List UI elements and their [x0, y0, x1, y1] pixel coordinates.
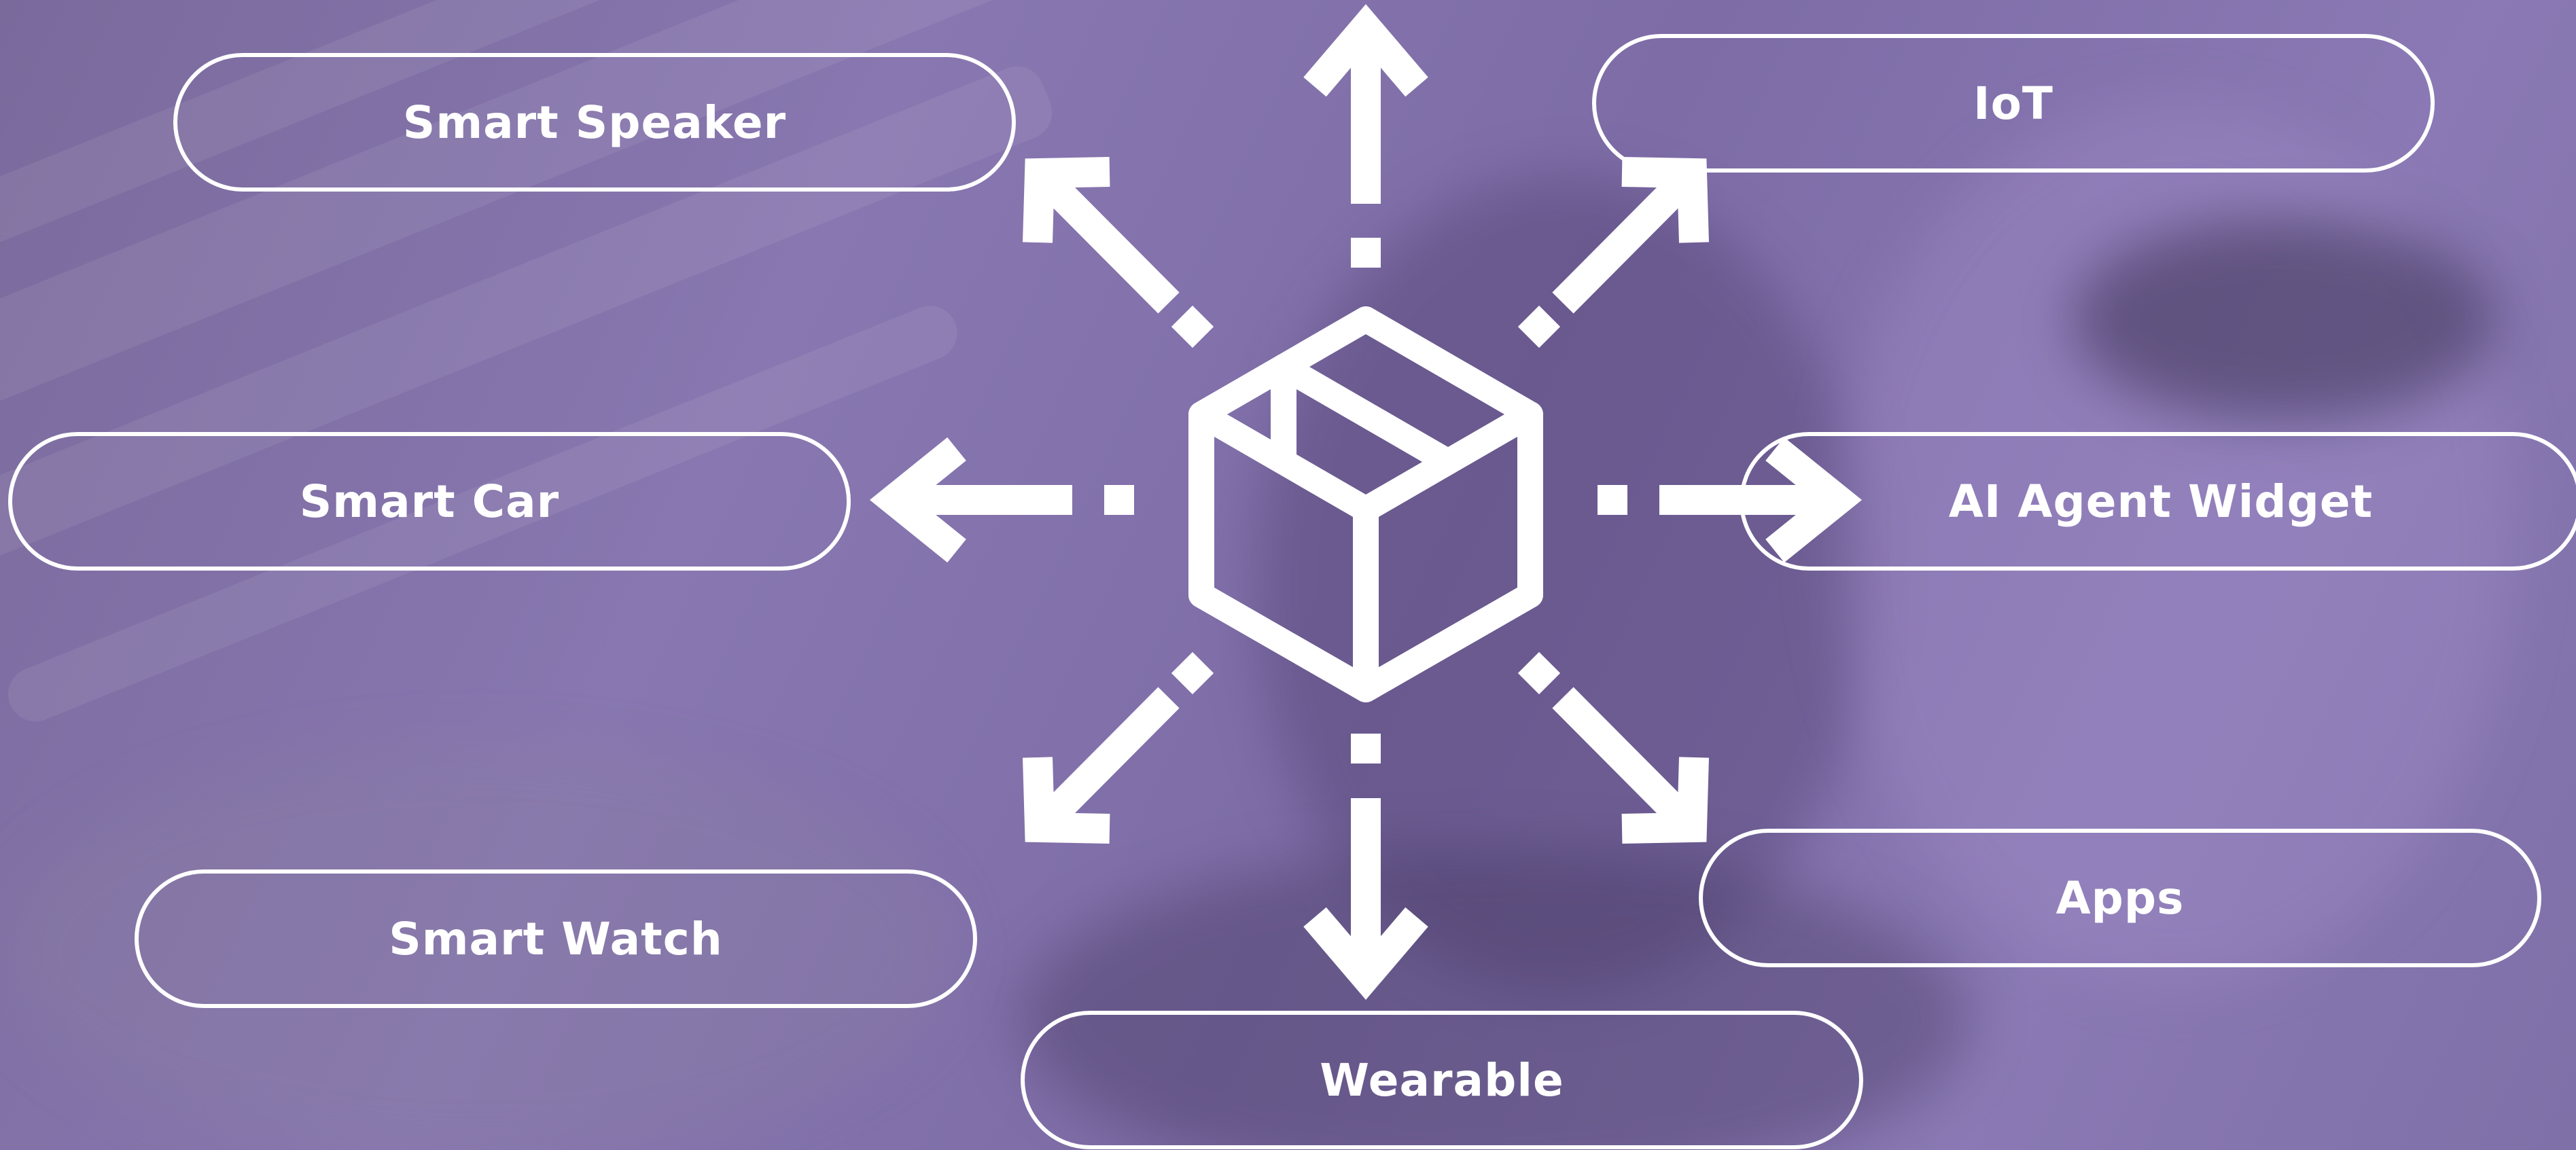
node-ai-agent-widget: AI Agent Widget: [1740, 432, 2576, 571]
node-apps: Apps: [1699, 829, 2541, 967]
node-label: Smart Car: [299, 475, 560, 528]
node-label: Wearable: [1320, 1054, 1564, 1107]
arrow-down-left: [1023, 651, 1214, 844]
node-label: AI Agent Widget: [1948, 475, 2374, 528]
node-label: IoT: [1973, 77, 2053, 130]
arrow-down-right: [1517, 651, 1709, 844]
node-smart-car: Smart Car: [8, 432, 851, 571]
node-smart-watch: Smart Watch: [135, 869, 977, 1008]
node-label: Smart Speaker: [402, 96, 787, 149]
node-label: Smart Watch: [389, 912, 723, 965]
arrow-up: [1303, 4, 1428, 268]
arrow-up-right: [1517, 157, 1709, 348]
node-iot: IoT: [1592, 34, 2435, 173]
node-label: Apps: [2055, 872, 2185, 924]
arrow-up-left: [1023, 157, 1214, 348]
arrow-down: [1303, 734, 1428, 1000]
node-smart-speaker: Smart Speaker: [173, 53, 1016, 192]
node-wearable: Wearable: [1021, 1011, 1863, 1149]
arrow-left: [869, 437, 1134, 563]
box-icon: [1188, 306, 1543, 702]
